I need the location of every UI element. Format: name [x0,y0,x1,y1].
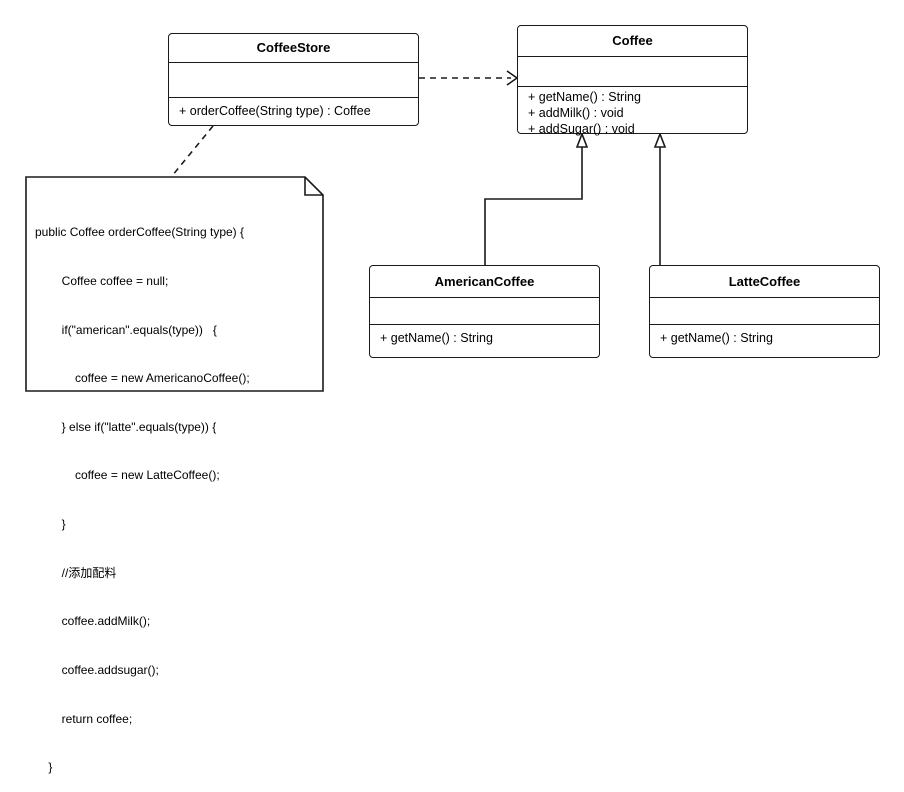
class-operations: + getName() : String [650,325,879,348]
note-line: coffee.addsugar(); [35,662,159,677]
operation: + getName() : String [380,331,493,345]
operation: + addSugar() : void [528,122,635,136]
note-line: return coffee; [35,711,133,726]
class-latte-coffee[interactable]: LatteCoffee + getName() : String [649,265,880,358]
note-line: coffee = new LatteCoffee(); [35,468,220,483]
operation: + getName() : String [660,331,773,345]
class-operations: + orderCoffee(String type) : Coffee [169,98,418,121]
class-coffee-store[interactable]: CoffeeStore + orderCoffee(String type) :… [168,33,419,126]
american-inheritance-arrowhead [575,131,589,148]
class-operations: + getName() : String [370,325,599,348]
class-attributes [650,298,879,325]
operation: + addMilk() : void [528,106,624,120]
note-line: public Coffee orderCoffee(String type) { [35,225,245,240]
note-code-text: public Coffee orderCoffee(String type) {… [35,192,250,792]
note-line: Coffee coffee = null; [35,274,169,289]
note-anchor-line [171,125,214,177]
operation: + orderCoffee(String type) : Coffee [179,104,371,118]
note-line: } [35,760,53,775]
connector-layer [171,70,667,265]
class-name: Coffee [518,26,747,57]
note-outline [25,176,324,392]
class-american-coffee[interactable]: AmericanCoffee + getName() : String [369,265,600,358]
operation: + getName() : String [528,90,641,104]
class-name: LatteCoffee [650,266,879,298]
class-attributes [169,63,418,98]
note-line: coffee = new AmericanoCoffee(); [35,371,250,386]
note-line: //添加配料 [35,565,117,580]
class-name: CoffeeStore [169,34,418,63]
class-operations: + getName() : String + addMilk() : void … [518,87,747,139]
code-note [25,176,324,392]
note-line: if("american".equals(type)) { [35,322,217,337]
note-line: coffee.addMilk(); [35,614,151,629]
class-name: AmericanCoffee [370,266,599,298]
class-attributes [518,57,747,87]
class-attributes [370,298,599,325]
class-coffee[interactable]: Coffee + getName() : String + addMilk() … [517,25,748,136]
note-fold [304,177,323,196]
note-line: } else if("latte".equals(type)) { [35,419,217,434]
note-line: } [35,517,66,532]
latte-inheritance-arrowhead [653,131,667,148]
american-inheritance-line [484,147,583,265]
